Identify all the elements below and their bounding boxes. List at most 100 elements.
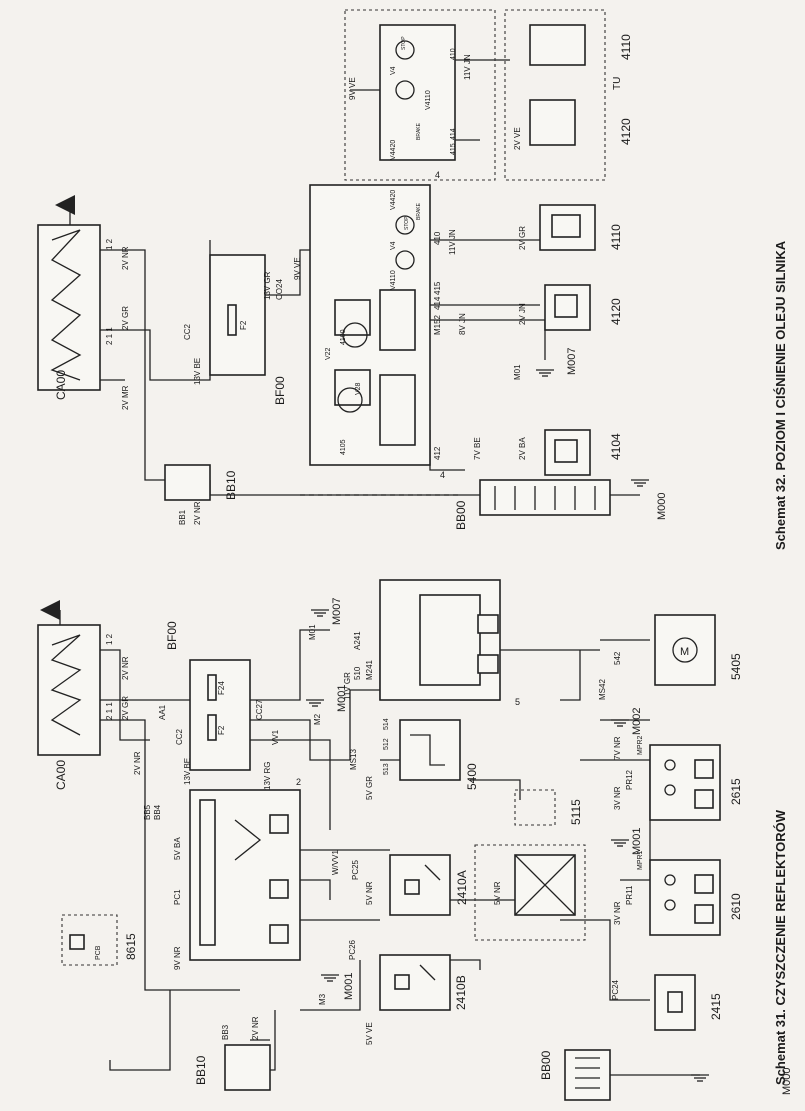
- svg-text:STOP: STOP: [401, 36, 407, 50]
- ca00-contacts-right: [50, 229, 82, 381]
- svg-text:CO24: CO24: [275, 279, 284, 300]
- relay-2410a: [389, 854, 451, 916]
- bb00-label: BB00: [539, 1050, 553, 1080]
- c4104-label: 4104: [609, 433, 623, 460]
- svg-text:510: 510: [353, 666, 362, 680]
- svg-text:PR11: PR11: [625, 885, 634, 905]
- svg-text:7V BE: 7V BE: [473, 437, 482, 460]
- svg-text:11V JN: 11V JN: [463, 54, 472, 80]
- svg-text:M000: M000: [781, 1067, 793, 1095]
- svg-text:AA1: AA1: [158, 704, 167, 720]
- svg-text:F2: F2: [217, 725, 226, 735]
- svg-text:2V NR: 2V NR: [133, 751, 142, 775]
- c5115-label: 5115: [569, 799, 583, 825]
- svg-text:415: 415: [450, 143, 457, 155]
- svg-text:PC24: PC24: [611, 979, 620, 1000]
- svg-text:2 1 1: 2 1 1: [105, 327, 114, 345]
- svg-text:MPR1: MPR1: [637, 850, 644, 870]
- svg-text:M002: M002: [631, 707, 643, 735]
- motor-5405: [654, 614, 716, 686]
- svg-text:4105: 4105: [340, 439, 347, 455]
- bf00-fuse-box-right: [209, 254, 266, 376]
- ground-m000-right: [630, 479, 650, 487]
- sensor-4120: [544, 284, 591, 331]
- svg-text:11V JN: 11V JN: [448, 229, 457, 255]
- c2415-label: 2415: [709, 993, 723, 1020]
- svg-text:2 1 1: 2 1 1: [105, 702, 114, 720]
- svg-text:412: 412: [433, 446, 442, 460]
- svg-text:V4420: V4420: [390, 140, 397, 160]
- svg-text:CC27: CC27: [255, 699, 264, 720]
- bb10-label-right: BB10: [224, 470, 238, 500]
- sensor-4110: [539, 204, 596, 251]
- ca00-switch-block: [37, 624, 101, 756]
- svg-text:8V JN: 8V JN: [458, 313, 467, 335]
- svg-text:M001: M001: [336, 684, 348, 712]
- c5405-label: 5405: [729, 653, 743, 680]
- svg-text:415: 415: [433, 281, 442, 295]
- bb00-label-right: BB00: [454, 500, 468, 530]
- c2610-label: 2610: [729, 893, 743, 920]
- svg-text:CC2: CC2: [175, 728, 184, 745]
- svg-text:13V BE: 13V BE: [183, 758, 192, 785]
- c2615-label: 2615: [729, 778, 743, 805]
- svg-text:410: 410: [450, 48, 457, 60]
- svg-text:W/VV1: W/VV1: [331, 850, 340, 875]
- svg-text:M152: M152: [433, 314, 442, 335]
- svg-text:M007: M007: [331, 597, 343, 625]
- svg-text:13V RG: 13V RG: [263, 762, 272, 790]
- inset-cluster-4: [344, 9, 496, 181]
- svg-text:5V NR: 5V NR: [365, 881, 374, 905]
- svg-text:2V VE: 2V VE: [513, 127, 522, 150]
- svg-text:M3: M3: [318, 993, 327, 1005]
- sensor-8615: [61, 914, 118, 966]
- svg-text:M01: M01: [308, 624, 317, 640]
- svg-text:V4: V4: [390, 241, 397, 250]
- svg-text:F24: F24: [217, 681, 226, 695]
- svg-text:M000: M000: [656, 492, 668, 520]
- svg-text:7V NR: 7V NR: [613, 736, 622, 760]
- svg-text:414: 414: [450, 128, 457, 140]
- svg-text:512: 512: [383, 738, 390, 750]
- c2410a-label: 2410A: [455, 870, 469, 905]
- svg-text:1 2: 1 2: [105, 238, 114, 250]
- caption-schemat-32: Schemat 32. POZIOM I CIŚNIENIE OLEJU SIL…: [773, 240, 788, 550]
- svg-text:V4110: V4110: [425, 90, 432, 110]
- svg-text:4100: 4100: [340, 329, 347, 345]
- bf00-label: BF00: [165, 621, 179, 650]
- svg-text:BB5: BB5: [143, 804, 152, 820]
- svg-text:2: 2: [296, 777, 301, 787]
- relay-2410b: [379, 954, 451, 1011]
- svg-text:410: 410: [433, 231, 442, 245]
- ca00-contacts: [50, 634, 82, 736]
- svg-text:PC25: PC25: [351, 859, 360, 880]
- svg-text:M2: M2: [313, 713, 322, 725]
- c8615-label: 8615: [124, 933, 138, 960]
- svg-text:2V BA: 2V BA: [518, 437, 527, 460]
- svg-text:V4: V4: [390, 66, 397, 75]
- schemat31-wires: [100, 629, 651, 1071]
- ca00-lamp-icon-right: [55, 195, 75, 215]
- inset-tu: [504, 9, 606, 181]
- ca00-lamp-icon: [40, 600, 60, 620]
- svg-text:F2: F2: [239, 320, 248, 330]
- svg-text:BB3: BB3: [221, 1024, 230, 1040]
- svg-text:9V NR: 9V NR: [173, 946, 182, 970]
- svg-text:V28: V28: [355, 382, 362, 395]
- svg-text:BB1: BB1: [178, 509, 187, 525]
- svg-text:M007: M007: [566, 347, 578, 375]
- svg-text:MPR2: MPR2: [637, 735, 644, 755]
- svg-text:MS42: MS42: [598, 679, 607, 700]
- c4110b-label: 4110: [619, 34, 633, 60]
- svg-text:5V VE: 5V VE: [365, 1022, 374, 1045]
- bb10-fuse-left: [224, 1044, 271, 1091]
- relay-2410-alt-dashed: [474, 844, 586, 941]
- svg-text:M01: M01: [513, 364, 522, 380]
- svg-text:V4110: V4110: [390, 270, 397, 290]
- svg-text:2V NR: 2V NR: [193, 501, 202, 525]
- c4110a-label: 4110: [609, 224, 623, 250]
- svg-text:BRAKE: BRAKE: [416, 122, 422, 140]
- svg-text:PCB: PCB: [95, 945, 102, 960]
- svg-text:V4420: V4420: [390, 190, 397, 210]
- ground-m002: [610, 719, 630, 727]
